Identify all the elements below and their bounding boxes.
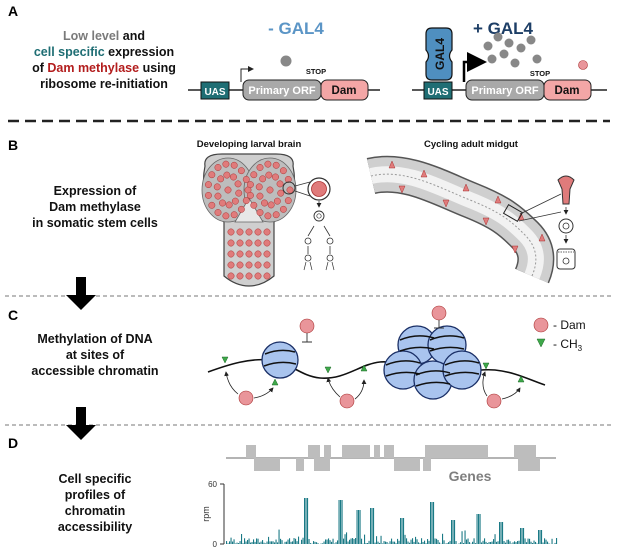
dam-label-minus: Dam: [332, 85, 357, 97]
methylation-arrows: [224, 371, 521, 400]
methyl-marks: [221, 356, 525, 386]
chromatin-illustration: - Dam - CH3: [207, 305, 586, 409]
chromatin-legend: - Dam - CH3: [533, 317, 586, 353]
y-axis-label: rpm: [201, 506, 211, 522]
panel-a-text-line1: Low level and: [63, 29, 145, 43]
uas-label-plus: UAS: [427, 87, 448, 98]
larval-brain-illustration: [201, 153, 335, 287]
panel-c: C Methylation of DNA at sites of accessi…: [5, 305, 612, 440]
legend-ch3-label: - CH3: [553, 337, 583, 353]
minus-gal4-title: - GAL4: [268, 19, 324, 38]
weak-promoter-arrow: [240, 66, 254, 82]
gene-track: Genes: [226, 445, 556, 484]
panel-d: D Cell specific profiles of chromatin ac…: [8, 435, 558, 547]
isc-zoom: [557, 175, 575, 205]
nucleosome-1: [261, 341, 299, 379]
neuroblast-dots: [204, 160, 294, 280]
panel-c-text-line3: accessible chromatin: [31, 364, 158, 378]
panel-c-text-line2: at sites of: [66, 348, 125, 362]
panel-d-text-line4: accessibility: [58, 520, 132, 534]
legend-ch3-icon: [536, 338, 546, 348]
panel-b-text-line1: Expression of: [54, 184, 137, 198]
nucleosome-cluster: [383, 325, 482, 400]
dam-label-plus: Dam: [555, 85, 580, 97]
plus-gal4-title: + GAL4: [473, 19, 534, 38]
construct-minus-gal4: UAS Primary ORF Dam STOP: [188, 55, 380, 101]
panel-a: A Low level and cell specific expression…: [8, 3, 610, 123]
stop-label-minus: STOP: [306, 67, 326, 76]
panel-d-letter: D: [8, 435, 18, 451]
panel-d-text-line3: chromatin: [65, 504, 125, 518]
gal4-protein: [425, 27, 453, 81]
panel-b-text-line2: Dam methylase: [49, 200, 141, 214]
legend-dam-label: - Dam: [553, 318, 586, 332]
ribosome-dot: [280, 55, 292, 67]
midgut-title: Cycling adult midgut: [424, 139, 519, 150]
stop-label-plus: STOP: [530, 69, 550, 78]
panel-a-text-line4: ribosome re-initiation: [40, 77, 168, 91]
dam-box-minus: [320, 79, 369, 101]
uas-label-minus: UAS: [204, 87, 225, 98]
panel-a-text-line2: cell specific expression: [34, 45, 174, 59]
coverage-track: 60 0 rpm: [201, 480, 558, 547]
ribosome-dots-plus: [483, 32, 542, 68]
panel-c-text-line1: Methylation of DNA: [37, 332, 152, 346]
gal4-label: GAL4: [433, 38, 447, 70]
intestinal-stem-cells: [388, 160, 546, 254]
dam-box-plus: [543, 79, 592, 101]
panel-d-text-line1: Cell specific: [59, 472, 132, 486]
coverage-bars: [226, 498, 558, 544]
panel-a-text-line3: of Dam methylase using: [32, 61, 176, 75]
dam-enzymes: [238, 305, 502, 409]
gene-blocks-top: [246, 445, 536, 458]
adult-midgut-illustration: [366, 155, 576, 284]
arrow-b-to-c: [66, 277, 96, 310]
legend-dam-icon: [533, 317, 549, 333]
panel-d-text-line2: profiles of: [65, 488, 126, 502]
strong-promoter-arrow: [462, 52, 487, 82]
panel-c-letter: C: [8, 307, 18, 323]
arrow-c-to-d: [66, 407, 96, 440]
uas-box-minus: [200, 81, 230, 100]
genes-label: Genes: [449, 468, 492, 484]
y-axis-min: 0: [213, 540, 218, 547]
panel-b: B Expression of Dam methylase in somatic…: [5, 137, 612, 310]
panel-b-text-line3: in somatic stem cells: [32, 216, 158, 230]
primary-orf-label-minus: Primary ORF: [248, 85, 316, 97]
brain-title: Developing larval brain: [197, 139, 302, 150]
dna-strand: [207, 358, 546, 386]
gene-blocks-bottom: [254, 458, 540, 471]
y-axis-max: 60: [208, 480, 217, 489]
dam-tethers: [302, 320, 444, 343]
primary-orf-label-plus: Primary ORF: [471, 85, 539, 97]
panel-b-letter: B: [8, 137, 18, 153]
uas-box-plus: [423, 81, 453, 100]
dam-protein-plus: [578, 60, 588, 70]
panel-a-letter: A: [8, 3, 18, 19]
construct-plus-gal4: UAS GAL4 Primary ORF Dam STOP: [412, 27, 607, 101]
